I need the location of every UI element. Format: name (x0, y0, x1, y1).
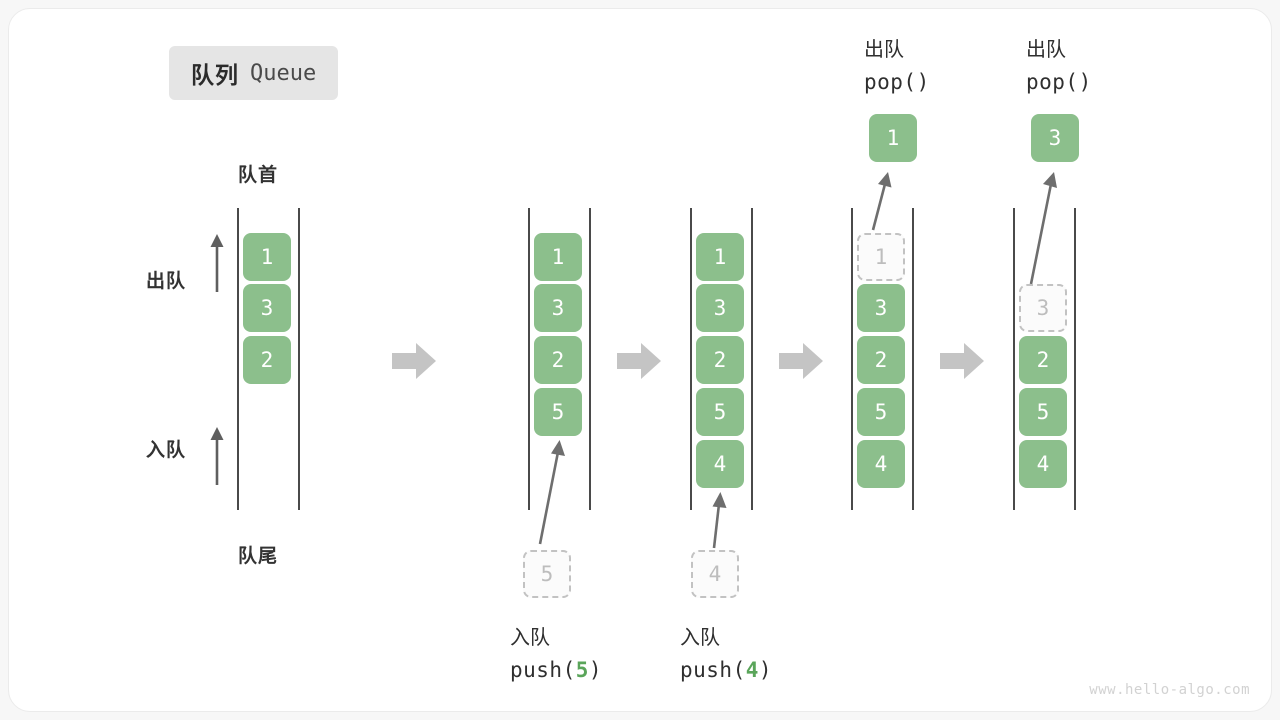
queue-element: 2 (857, 336, 905, 384)
incoming-element-ghost: 4 (691, 550, 739, 598)
push-arrow (538, 440, 565, 545)
rail-left-step4 (851, 208, 853, 510)
step-arrow-icon (779, 343, 823, 379)
queue-element: 5 (857, 388, 905, 436)
rail-right-step5 (1074, 208, 1076, 510)
code-prefix: push( (510, 658, 576, 682)
queue-element: 4 (857, 440, 905, 488)
queue-element: 3 (243, 284, 291, 332)
caption-cn-pop1: 出队 (864, 39, 904, 61)
step-arrow-icon (940, 343, 984, 379)
rail-left-step2 (528, 208, 530, 510)
enqueue-direction-arrow (210, 427, 224, 485)
queue-element: 4 (1019, 440, 1067, 488)
queue-element: 5 (1019, 388, 1067, 436)
incoming-element-ghost: 5 (523, 550, 571, 598)
queue-element: 1 (696, 233, 744, 281)
dequeue-direction-arrow (210, 234, 224, 292)
caption-code-push5: push(5) (510, 658, 602, 682)
queue-element: 5 (696, 388, 744, 436)
label-head: 队首 (238, 165, 279, 186)
label-tail: 队尾 (238, 546, 279, 567)
popped-element-ghost: 1 (857, 233, 905, 281)
queue-element: 2 (534, 336, 582, 384)
rail-left-step3 (690, 208, 692, 510)
queue-element-new: 4 (696, 440, 744, 488)
queue-element: 2 (1019, 336, 1067, 384)
step-arrow-icon (617, 343, 661, 379)
code-suffix: ) (588, 658, 603, 682)
queue-element: 3 (857, 284, 905, 332)
watermark: www.hello-algo.com (1089, 682, 1250, 698)
rail-right-step1 (298, 208, 300, 510)
rail-right-step3 (751, 208, 753, 510)
code-prefix: push( (680, 658, 746, 682)
rail-right-step4 (912, 208, 914, 510)
queue-element: 3 (534, 284, 582, 332)
popped-element: 1 (869, 114, 917, 162)
rail-left-step5 (1013, 208, 1015, 510)
popped-element-ghost: 3 (1019, 284, 1067, 332)
caption-cn-pop3: 出队 (1026, 39, 1066, 61)
title-cn: 队列 (191, 62, 239, 88)
caption-code-pop1: pop() (864, 70, 930, 94)
caption-cn-push4: 入队 (680, 627, 720, 649)
queue-element: 1 (534, 233, 582, 281)
code-value: 5 (575, 658, 589, 682)
push-arrow (712, 492, 727, 549)
caption-code-pop3: pop() (1026, 70, 1092, 94)
popped-element: 3 (1031, 114, 1079, 162)
step-arrow-icon (392, 343, 436, 379)
queue-element: 2 (243, 336, 291, 384)
title-en: Queue (250, 60, 317, 86)
pop-arrow (871, 172, 892, 231)
caption-code-push4: push(4) (680, 658, 772, 682)
title-badge: 队列 Queue (169, 46, 339, 100)
rail-left-step1 (237, 208, 239, 510)
caption-cn-push5: 入队 (510, 627, 550, 649)
label-dequeue: 出队 (146, 271, 187, 292)
code-suffix: ) (758, 658, 773, 682)
rail-right-step2 (589, 208, 591, 510)
code-value: 4 (745, 658, 759, 682)
pop-arrow (1029, 172, 1057, 285)
queue-element: 2 (696, 336, 744, 384)
label-enqueue: 入队 (146, 440, 187, 461)
queue-element: 1 (243, 233, 291, 281)
queue-element: 3 (696, 284, 744, 332)
queue-element-new: 5 (534, 388, 582, 436)
